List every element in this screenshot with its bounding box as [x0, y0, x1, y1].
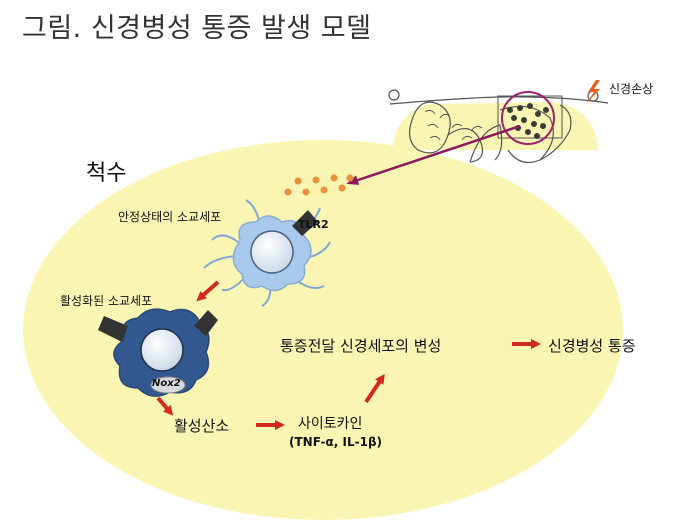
- activation-arrow: [196, 280, 220, 302]
- figure-title: 그림. 신경병성 통증 발생 모델: [22, 13, 372, 44]
- activated-microglia-cell: [98, 308, 218, 397]
- resting-microglia-label: 안정상태의 소교세포: [118, 210, 222, 224]
- spinal-cord-label: 척수: [86, 161, 127, 186]
- injury-lightning-icon: [586, 80, 600, 104]
- neuron-change-label: 통증전달 신경세포의 변성: [280, 337, 442, 355]
- activated-microglia-label: 활성화된 소교세포: [60, 294, 153, 308]
- cytokine-label: 사이토카인: [298, 416, 363, 432]
- cytokine-examples-label: (TNF-α, IL-1β): [289, 435, 383, 449]
- resting-microglia-cell: [203, 199, 331, 307]
- cytokine-to-neuron-arrow: [364, 373, 385, 404]
- nerve-injury-label: 신경손상: [609, 82, 654, 96]
- ligand-dots: [284, 174, 354, 196]
- nox2-to-ros-arrow: [156, 396, 174, 416]
- spinal-cord-area: [23, 140, 623, 520]
- nox2-label: Nox2: [152, 378, 181, 389]
- ros-label: 활성산소: [174, 417, 230, 435]
- neuropathic-pain-label: 신경병성 통증: [548, 337, 636, 355]
- injury-signal-arrow: [346, 124, 521, 185]
- tlr2-label: TLR2: [298, 218, 329, 231]
- nerve-injury-inset: [388, 89, 609, 163]
